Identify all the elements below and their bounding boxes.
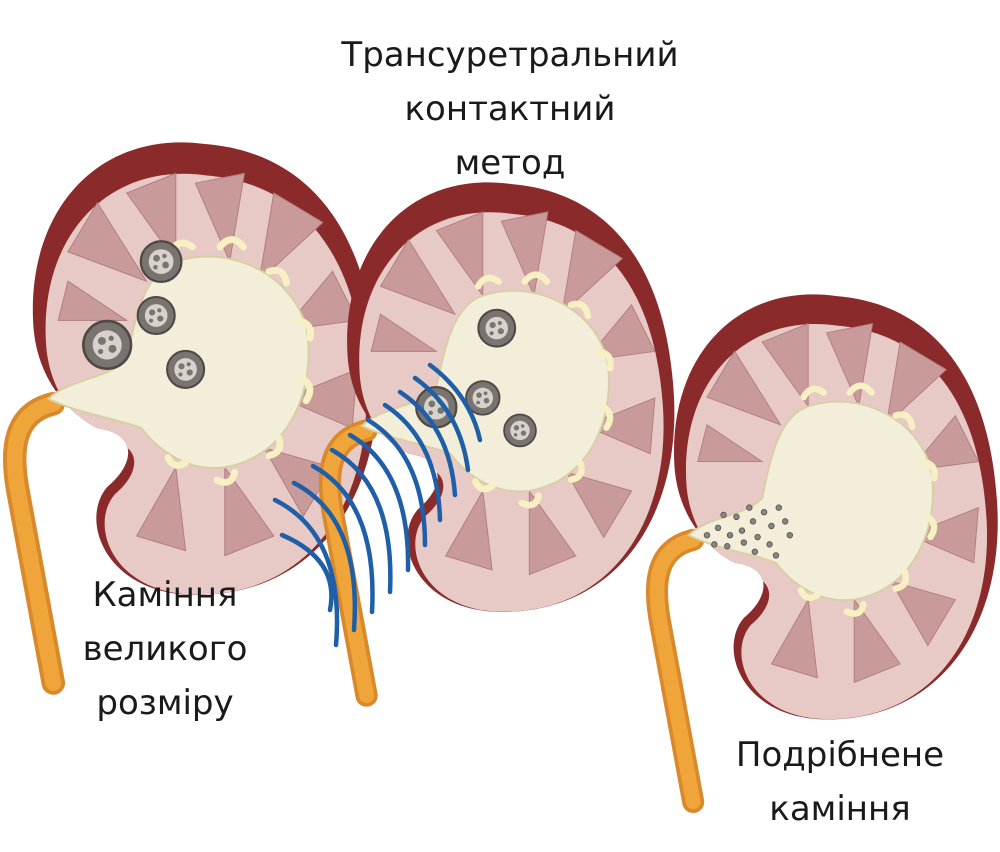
- method-label: Трансуретральний контактний метод: [300, 28, 720, 190]
- fragmented-stones-label-line-1: Подрібнене: [735, 735, 945, 775]
- large-stones-label: Каміння великого розміру: [40, 568, 290, 730]
- fragmented-stones: [703, 504, 794, 559]
- large-stones-label-line-2: великого: [82, 629, 248, 669]
- method-label-line-1: Трансуретральний: [341, 35, 679, 75]
- ureter: [657, 540, 693, 802]
- method-label-line-2: контактний: [404, 89, 616, 129]
- kidney-fragmented-stones-icon: [657, 294, 998, 802]
- kidney: [674, 294, 998, 719]
- large-stones-label-line-1: Каміння: [92, 575, 238, 615]
- kidney: [347, 182, 674, 612]
- shockwave-icon: [272, 362, 483, 648]
- large-stones-label-line-3: розміру: [96, 683, 234, 723]
- fragmented-stones-label: Подрібнене каміння: [700, 728, 980, 836]
- fragmented-stones-label-line-2: каміння: [769, 789, 911, 829]
- method-label-line-3: метод: [454, 143, 566, 183]
- kidney-lithotripsy-icon: [330, 182, 675, 695]
